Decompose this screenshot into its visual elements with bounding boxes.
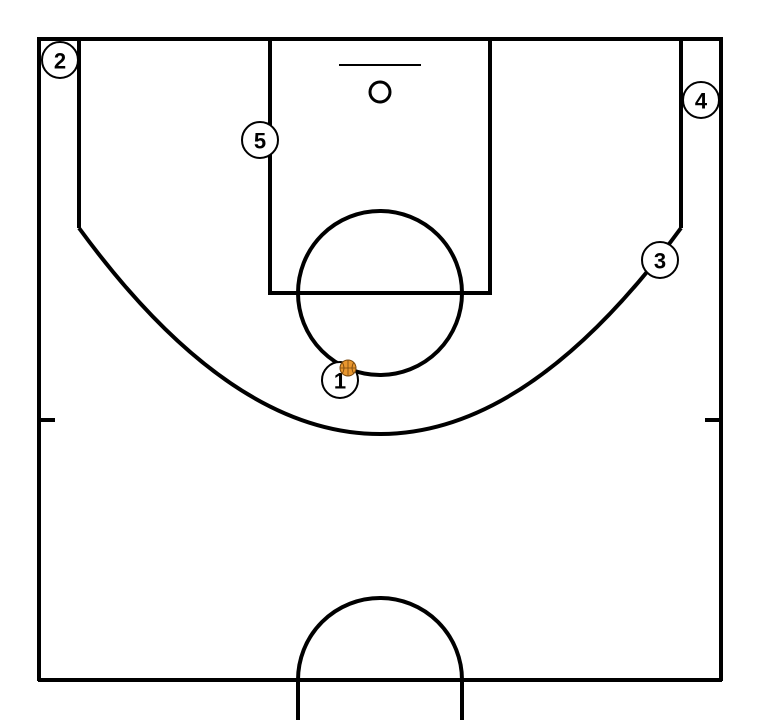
player-5[interactable]: 5	[241, 121, 279, 159]
player-4-marker	[682, 81, 720, 119]
player-1[interactable]: 1	[321, 359, 359, 399]
player-3-label: 3	[654, 249, 666, 274]
players: 2 4 5 3 1	[41, 41, 720, 399]
player-5-label: 5	[254, 129, 266, 154]
court-lines	[37, 37, 723, 720]
hoop	[368, 80, 392, 104]
player-4[interactable]: 4	[682, 81, 720, 119]
player-3-marker	[641, 241, 679, 279]
three-point-arc	[77, 226, 683, 436]
player-5-marker	[241, 121, 279, 159]
player-3[interactable]: 3	[641, 241, 679, 279]
player-4-label: 4	[695, 89, 708, 114]
center-circle	[296, 596, 464, 720]
player-2-marker	[41, 41, 79, 79]
player-2[interactable]: 2	[41, 41, 79, 79]
basketball-icon	[339, 359, 357, 377]
key-lane	[268, 37, 492, 295]
player-2-label: 2	[54, 49, 66, 74]
free-throw-circle	[296, 209, 464, 377]
